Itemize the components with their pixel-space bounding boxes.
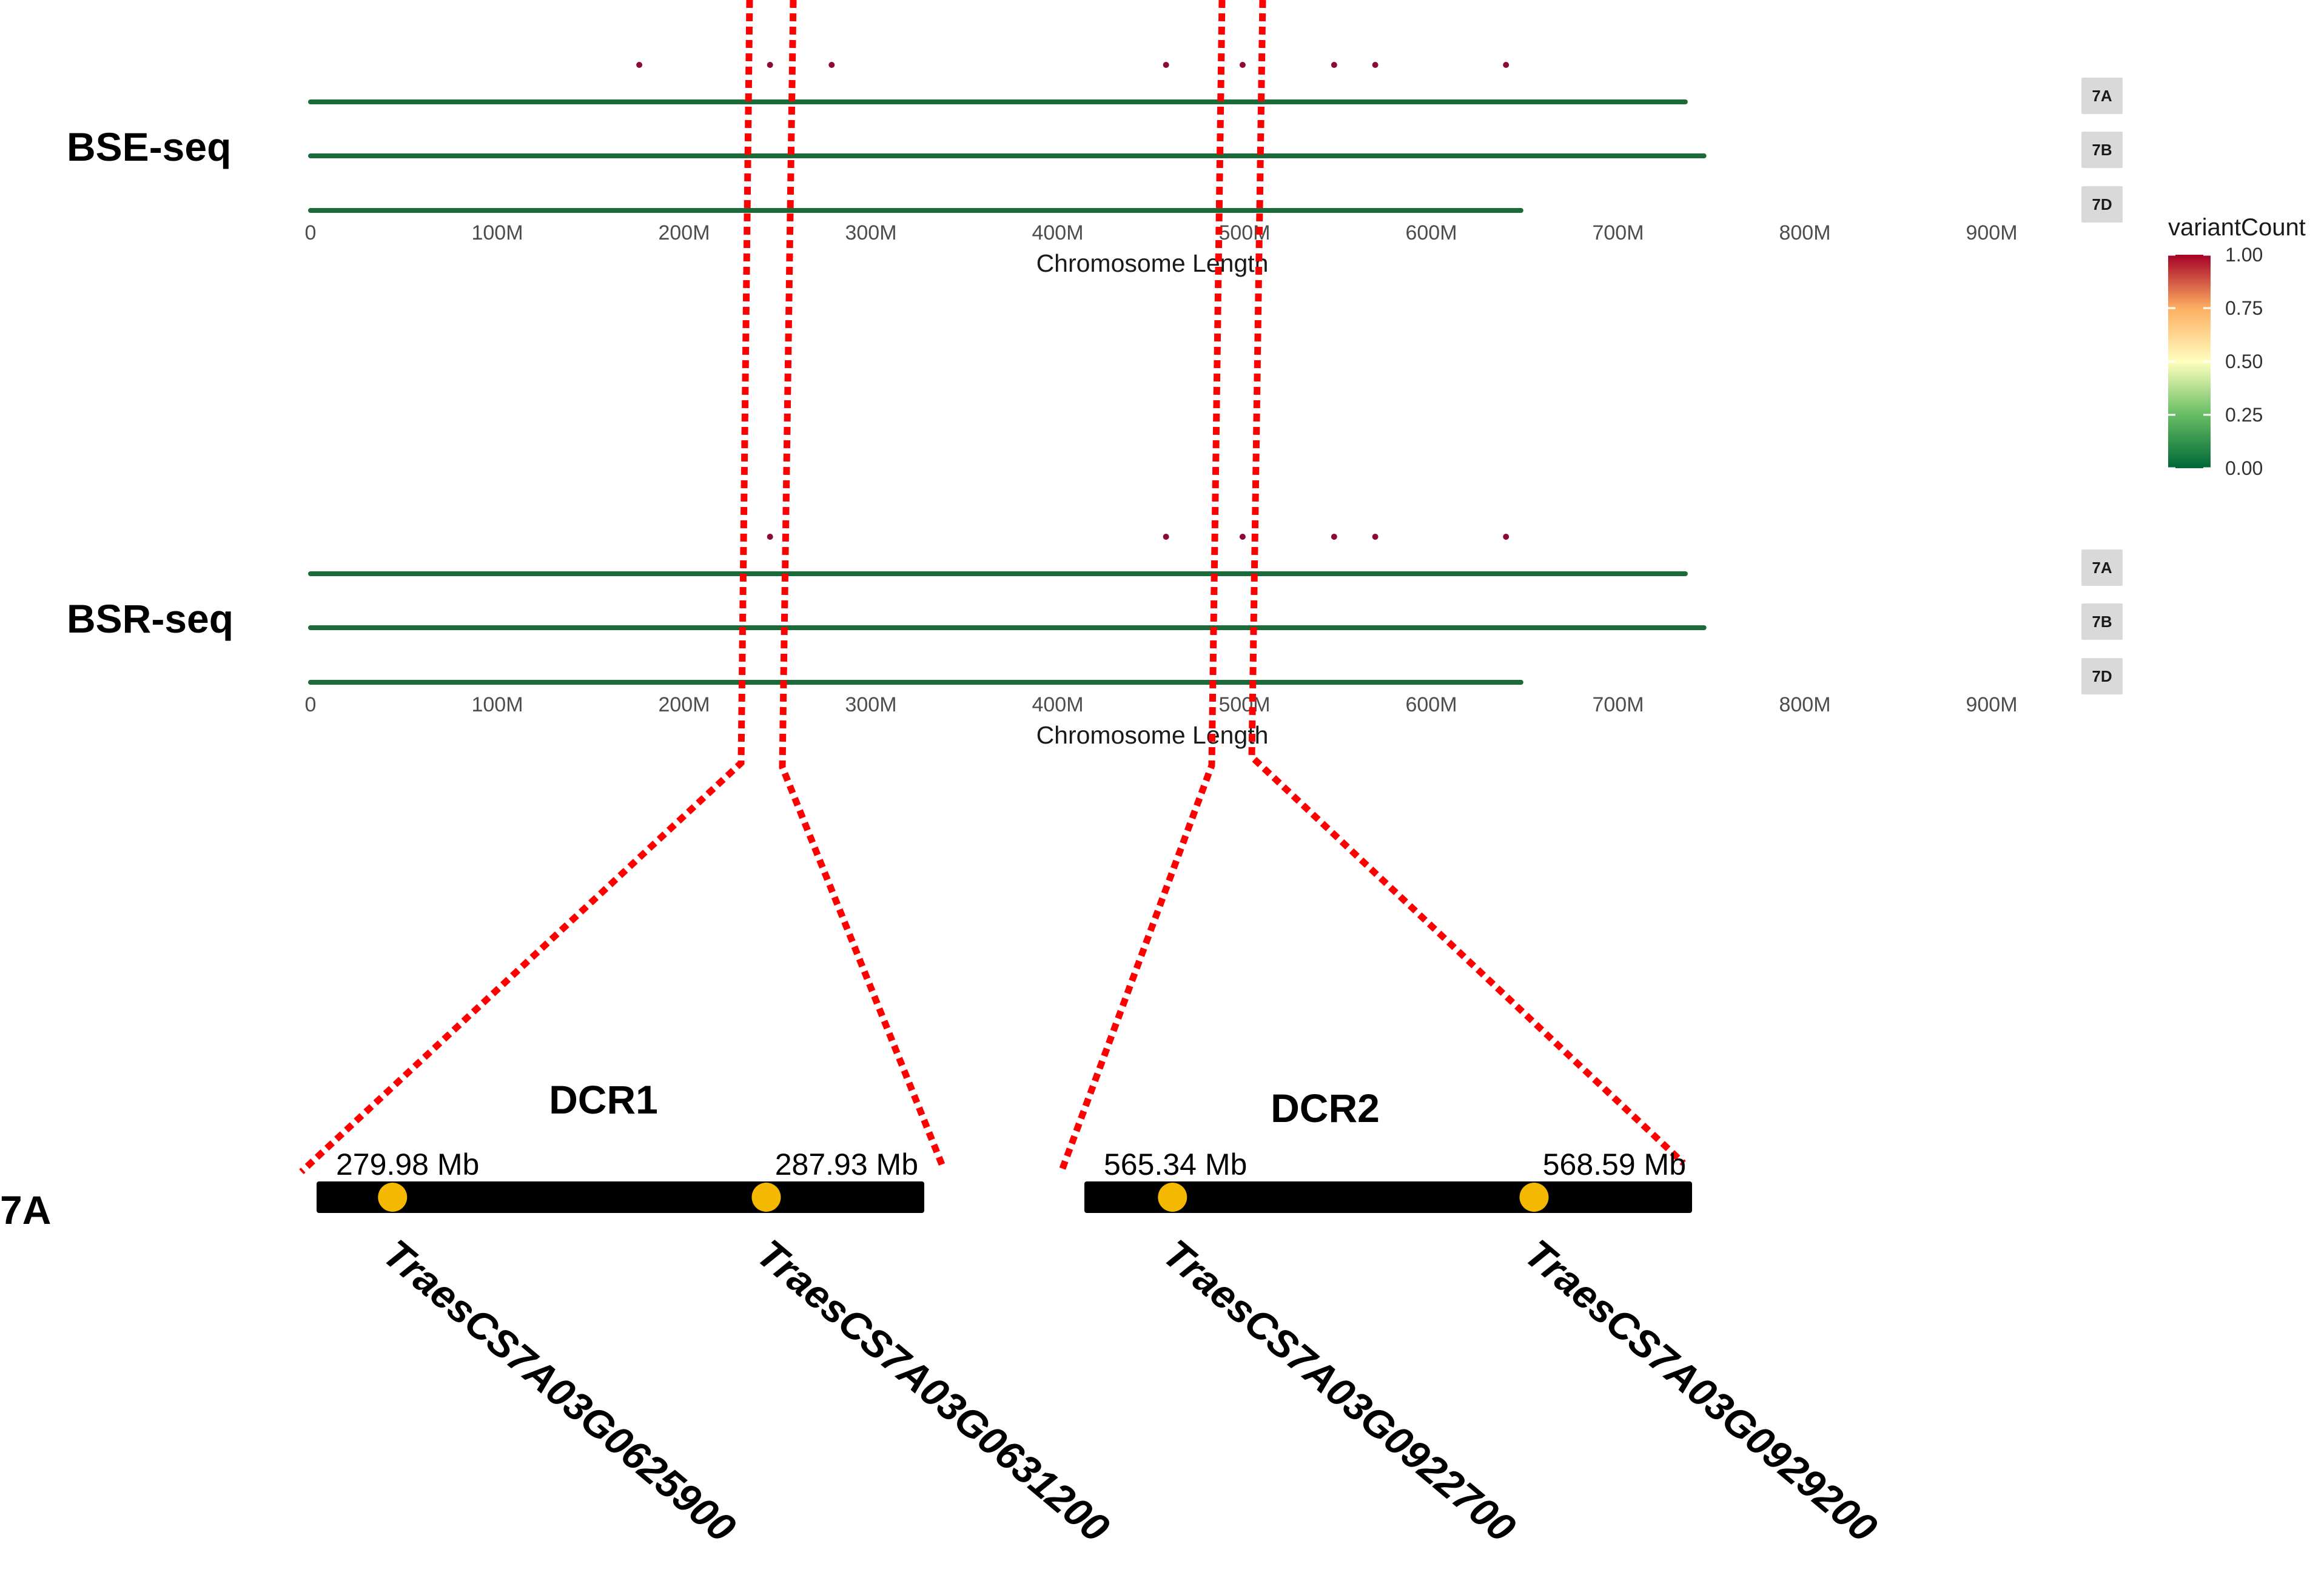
x-tick-label: 0 [305,693,317,716]
region-end-label: 568.59 Mb [1543,1147,1686,1181]
region-start-label: 279.98 Mb [336,1147,479,1181]
x-tick-label: 600M [1405,221,1457,244]
variant-point [1331,62,1337,68]
variant-point [1239,62,1246,68]
gene-marker [1158,1183,1187,1212]
x-tick-label: 100M [471,693,523,716]
variant-point [767,62,773,68]
x-tick-label: 900M [1966,221,2017,244]
x-tick-label: 100M [471,221,523,244]
x-tick-label: 900M [1966,693,2017,716]
x-tick-label: 300M [845,221,896,244]
facet-strip-label: 7B [2092,141,2112,159]
facet-strip-7a [2081,78,2123,114]
x-tick-label: 400M [1032,221,1083,244]
gene-label: TraesCS7A03G0631200 [748,1231,1118,1551]
gene-label: TraesCS7A03G0922700 [1155,1231,1524,1551]
legend-tick-label: 0.25 [2225,404,2263,426]
regions-layer: 7A DCR1 279.98 Mb 287.93 Mb TraesCS7A03G0625… [0,1077,1886,1551]
region-start-label: 565.34 Mb [1104,1147,1247,1181]
variant-point [1163,534,1169,540]
x-tick-label: 800M [1779,693,1830,716]
variant-point [1503,534,1510,540]
panel-bsr-seq: BSR-seq 7A 7B 7D 0 100M 200M 300M 400M 500M 600M 70… [67,534,2123,749]
region-dcr1: DCR1 279.98 Mb 287.93 Mb TraesCS7A03G062590… [317,1077,1118,1551]
x-tick-label: 600M [1405,693,1457,716]
variant-point [636,62,643,68]
region-end-label: 287.93 Mb [775,1147,918,1181]
facet-strip-7d [2081,186,2123,223]
gene-label: TraesCS7A03G0929200 [1516,1231,1886,1551]
legend-tick-label: 1.00 [2225,244,2263,266]
facet-strip-label: 7A [2092,559,2112,577]
x-tick-label: 800M [1779,221,1830,244]
facet-strip-7b [2081,603,2123,640]
facet-strip-7b [2081,132,2123,168]
gene-marker [1519,1183,1549,1212]
x-axis-title: Chromosome Length [1036,249,1269,277]
legend-tick-label: 0.00 [2225,457,2263,479]
region-title: DCR2 [1271,1086,1380,1130]
zoom-link-line [299,0,753,1175]
legend-tick-label: 0.75 [2225,297,2263,319]
variant-point [1239,534,1246,540]
x-tick-label: 200M [658,221,710,244]
variant-point [1372,62,1379,68]
facet-strip-7d [2081,658,2123,694]
facet-strip-label: 7A [2092,87,2112,105]
region-bar [317,1181,924,1213]
variant-point [1163,62,1169,68]
variant-point [828,62,835,68]
zoom-link-line [1248,0,1686,1166]
variant-point [1503,62,1510,68]
panel-title: BSR-seq [67,596,233,641]
legend: variantCount 1.00 0.75 0.50 0.25 0.00 [2168,214,2306,479]
gene-marker [751,1183,781,1212]
x-tick-label: 500M [1218,693,1270,716]
panel-tracks-layer: BSE-seq 7A 7B 7D 0 100M 200M 300M 400M 500M 600M 70… [67,62,2123,749]
facet-strip-label: 7D [2092,195,2112,213]
region-title: DCR1 [549,1077,658,1122]
gene-marker [378,1183,408,1212]
x-axis-title: Chromosome Length [1036,721,1269,749]
x-tick-label: 400M [1032,693,1083,716]
facet-strip-7a [2081,549,2123,586]
legend-title: variantCount [2168,214,2306,241]
x-tick-label: 700M [1592,221,1644,244]
chromosome-label: 7A [0,1188,51,1232]
x-tick-label: 200M [658,693,710,716]
variant-point [1331,534,1337,540]
zoom-link-line [779,0,945,1166]
legend-tick-label: 0.50 [2225,351,2263,372]
x-tick-label: 700M [1592,693,1644,716]
zoom-link-line [1058,0,1226,1173]
x-tick-label: 0 [305,221,317,244]
facet-strip-label: 7D [2092,667,2112,685]
variant-point [767,534,773,540]
facet-strip-label: 7B [2092,613,2112,631]
x-tick-label: 300M [845,693,896,716]
gene-label: TraesCS7A03G0625900 [375,1231,744,1551]
region-dcr2: DCR2 565.34 Mb 568.59 Mb TraesCS7A03G092270… [1084,1086,1886,1551]
panel-title: BSE-seq [67,124,231,169]
variant-point [1372,534,1379,540]
zoom-links-layer [299,0,1686,1175]
